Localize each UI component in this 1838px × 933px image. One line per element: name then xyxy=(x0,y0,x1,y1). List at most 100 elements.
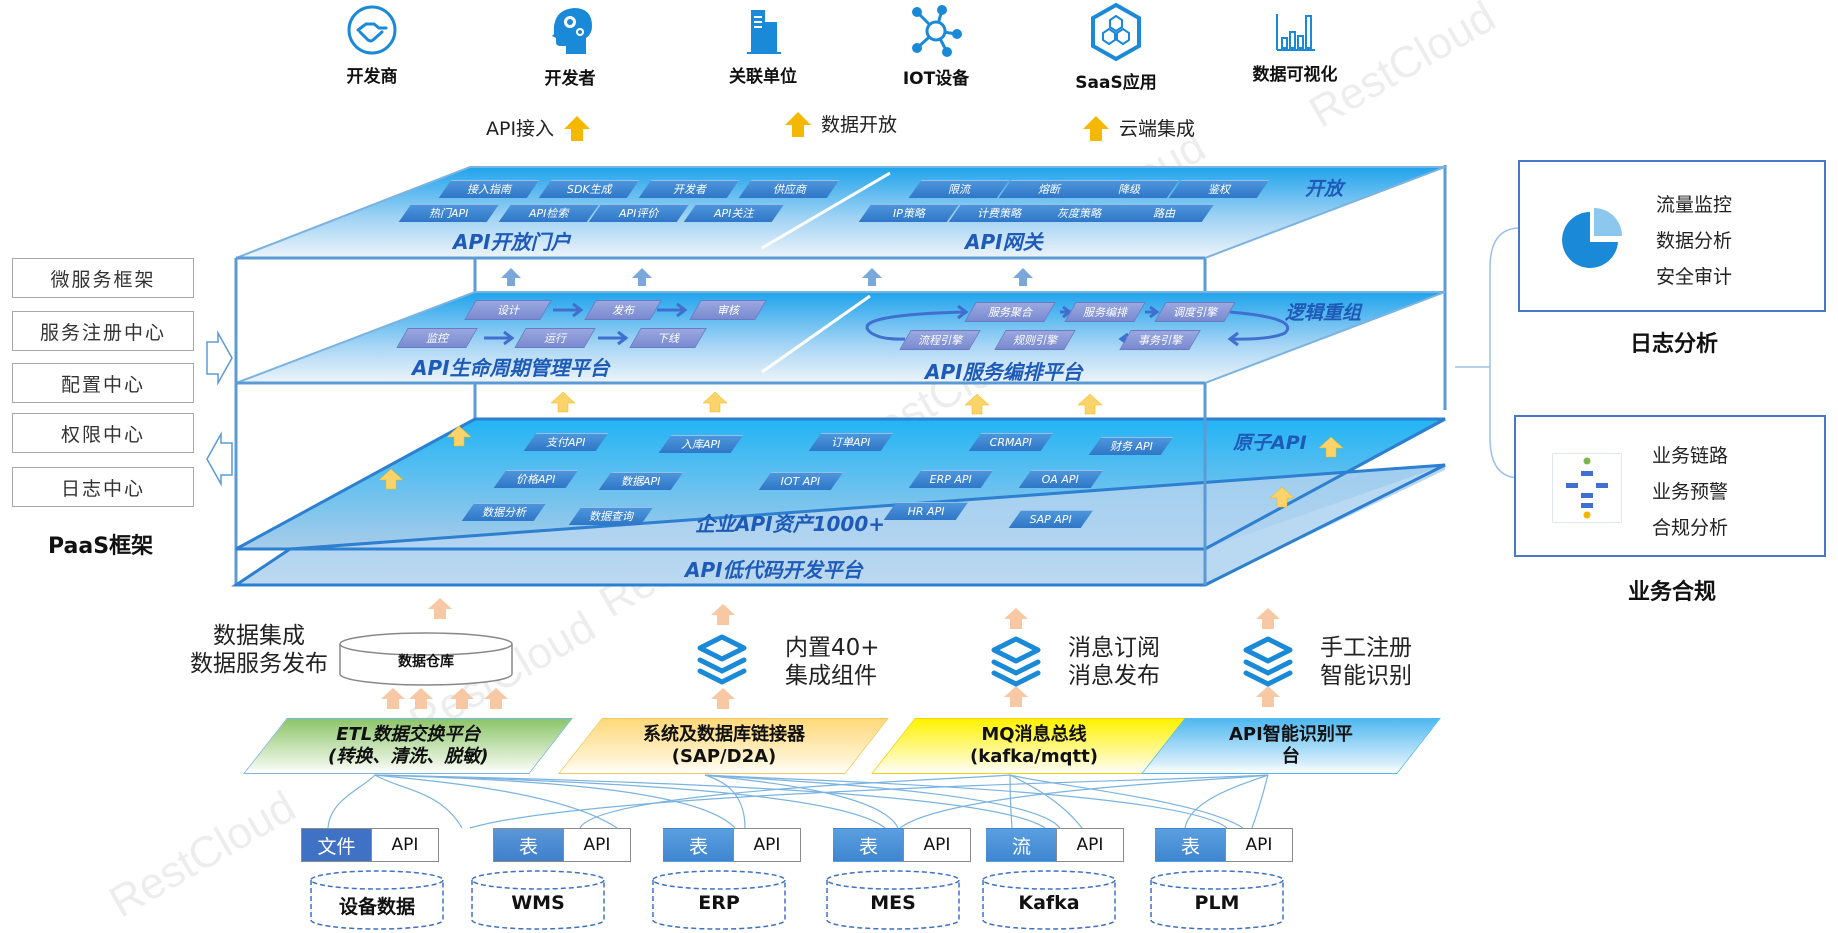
compliance-panel: 业务链路 业务预警 合规分析 xyxy=(1514,415,1826,557)
log-item: 数据分析 xyxy=(1656,230,1733,252)
hexagon-cluster-icon xyxy=(1091,2,1141,62)
consumer-label: 关联单位 xyxy=(729,67,797,87)
low-code-platform-title: API低代码开发平台 xyxy=(685,558,863,582)
db-label: 设备数据 xyxy=(338,896,415,918)
network-hub-icon xyxy=(912,5,962,57)
text-line: 数据集成 xyxy=(213,623,305,649)
text-line: 集成组件 xyxy=(785,663,877,689)
source-api: API xyxy=(903,828,971,862)
source-type: 文件 xyxy=(301,828,371,862)
source-type: 表 xyxy=(833,828,903,862)
compliance-title: 业务合规 xyxy=(1628,580,1717,605)
source-type: 表 xyxy=(493,828,563,862)
lifecycle-platform-title: API生命周期管理平台 xyxy=(412,356,610,380)
up-arrow-icon xyxy=(1083,115,1109,141)
open-label: 开放 xyxy=(1305,178,1344,200)
platform-etl: ETL数据交换平台 (转换、清洗、脱敏) xyxy=(243,718,573,774)
paas-item-microservice: 微服务框架 xyxy=(12,258,194,298)
layers-icon xyxy=(1243,636,1293,687)
db-label: Kafka xyxy=(1018,892,1080,914)
consumer-label: 开发商 xyxy=(346,67,398,87)
text-line: 内置40+ xyxy=(785,635,880,661)
flow-cloud-integration: 云端集成 xyxy=(1083,114,1195,141)
flow-label: 数据开放 xyxy=(821,114,898,136)
warehouse-cylinder xyxy=(339,632,513,686)
up-arrow-icon xyxy=(564,115,591,141)
flowchart-icon xyxy=(1552,453,1622,523)
text-line: 消息发布 xyxy=(1068,663,1160,689)
paas-item-registry: 服务注册中心 xyxy=(12,311,194,351)
handshake-icon xyxy=(347,5,397,55)
api-portal-title: API开放门户 xyxy=(453,230,571,254)
up-arrow-icon xyxy=(785,111,811,137)
consumer-developer: 开发者 xyxy=(500,4,640,89)
source-api: API xyxy=(371,828,439,862)
compliance-item: 业务链路 xyxy=(1652,445,1729,467)
platform-line: (转换、清洗、脱敏) xyxy=(327,746,489,767)
orchestration-platform-title: API服务编排平台 xyxy=(925,360,1083,384)
paas-item-log: 日志中心 xyxy=(12,467,194,507)
consumer-label: 数据可视化 xyxy=(1252,65,1338,85)
platform-line: (SAP/D2A) xyxy=(671,746,776,767)
text-line: 手工注册 xyxy=(1320,635,1412,661)
log-analysis-panel: 流量监控 数据分析 安全审计 xyxy=(1518,160,1826,312)
flow-api-access: API接入 xyxy=(486,114,591,141)
consumer-affiliate: 关联单位 xyxy=(693,6,833,87)
source-api: API xyxy=(1056,828,1124,862)
source-device: 文件 API xyxy=(301,828,439,862)
log-analysis-title: 日志分析 xyxy=(1630,332,1719,357)
pie-chart-icon xyxy=(1562,208,1622,268)
source-kafka: 流 API xyxy=(986,828,1124,862)
log-item: 流量监控 xyxy=(1656,194,1733,216)
consumer-label: IOT设备 xyxy=(902,69,970,89)
platform-line: API智能识别平 xyxy=(1229,724,1353,745)
source-type: 表 xyxy=(663,828,733,862)
source-api: API xyxy=(1225,828,1293,862)
flow-data-open: 数据开放 xyxy=(785,110,897,137)
api-gateway-title: API网关 xyxy=(965,230,1043,254)
components-text: 内置40+ 集成组件 xyxy=(785,634,880,690)
logic-reorg-label: 逻辑重组 xyxy=(1285,302,1362,324)
platform-line: (kafka/mqtt) xyxy=(970,746,1098,767)
paas-title: PaaS框架 xyxy=(48,534,154,559)
data-integration-text: 数据集成 数据服务发布 xyxy=(190,622,328,678)
flow-label: 云端集成 xyxy=(1119,118,1196,140)
source-erp: 表 API xyxy=(663,828,801,862)
compliance-item: 业务预警 xyxy=(1652,481,1729,503)
db-label: PLM xyxy=(1194,892,1240,914)
enterprise-api-assets-title: 企业API资产1000+ xyxy=(695,512,885,536)
consumer-developer-company: 开发商 xyxy=(302,4,442,87)
mq-text: 消息订阅 消息发布 xyxy=(1068,634,1160,690)
warehouse-label: 数据仓库 xyxy=(398,654,454,670)
text-line: 消息订阅 xyxy=(1068,635,1160,661)
layers-icon xyxy=(697,634,747,685)
flow-label: API接入 xyxy=(486,118,555,140)
consumer-data-visualization: 数据可视化 xyxy=(1225,10,1365,85)
source-api: API xyxy=(733,828,801,862)
bar-chart-icon xyxy=(1276,14,1315,51)
db-label: MES xyxy=(870,892,916,914)
paas-item-config: 配置中心 xyxy=(12,363,194,403)
platform-line: ETL数据交换平台 xyxy=(335,724,481,745)
log-item: 安全审计 xyxy=(1656,266,1733,288)
consumer-saas: SaaS应用 xyxy=(1046,2,1186,93)
text-line: 智能识别 xyxy=(1320,663,1412,689)
paas-item-permission: 权限中心 xyxy=(12,413,194,453)
platform-connector: 系统及数据库链接器 (SAP/D2A) xyxy=(558,718,889,774)
consumer-iot: IOT设备 xyxy=(866,4,1006,89)
source-mes: 表 API xyxy=(833,828,971,862)
consumer-label: 开发者 xyxy=(544,69,596,89)
db-label: WMS xyxy=(511,892,565,914)
source-type: 流 xyxy=(986,828,1056,862)
compliance-item: 合规分析 xyxy=(1652,517,1729,539)
consumer-label: SaaS应用 xyxy=(1075,73,1157,93)
text-line: 数据服务发布 xyxy=(190,651,328,677)
register-text: 手工注册 智能识别 xyxy=(1320,634,1412,690)
db-label: ERP xyxy=(698,892,740,914)
layers-icon xyxy=(991,636,1041,687)
platform-line: 系统及数据库链接器 xyxy=(642,724,805,745)
building-icon xyxy=(747,10,781,54)
source-plm: 表 API xyxy=(1155,828,1293,862)
source-wms: 表 API xyxy=(493,828,631,862)
